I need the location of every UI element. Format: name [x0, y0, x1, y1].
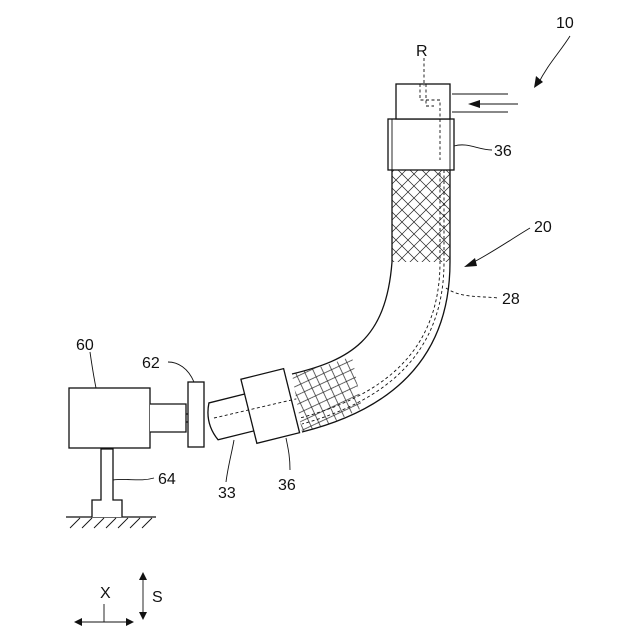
block: [69, 388, 150, 448]
top-cap: [396, 84, 450, 119]
shaft: [150, 404, 192, 432]
label-inner-line: 28: [502, 291, 520, 308]
label-hose: 20: [534, 219, 552, 236]
stand-post: [92, 449, 122, 517]
top-collar: [388, 119, 454, 170]
label-top-fitting: 36: [494, 143, 512, 160]
ground: [66, 517, 156, 528]
label-axis-x: X: [100, 585, 111, 602]
label-nozzle-end: 33: [218, 485, 236, 502]
inflow-arrows: [452, 94, 518, 112]
label-bottom-fitting: 36: [278, 477, 296, 494]
label-stand: 64: [158, 471, 176, 488]
label-flange: 62: [142, 355, 160, 372]
label-axis-s: S: [152, 589, 163, 606]
label-port: R: [416, 43, 428, 60]
label-assembly: 10: [556, 15, 574, 32]
flange: [188, 382, 204, 447]
label-block: 60: [76, 337, 94, 354]
hose-body: [292, 170, 450, 432]
